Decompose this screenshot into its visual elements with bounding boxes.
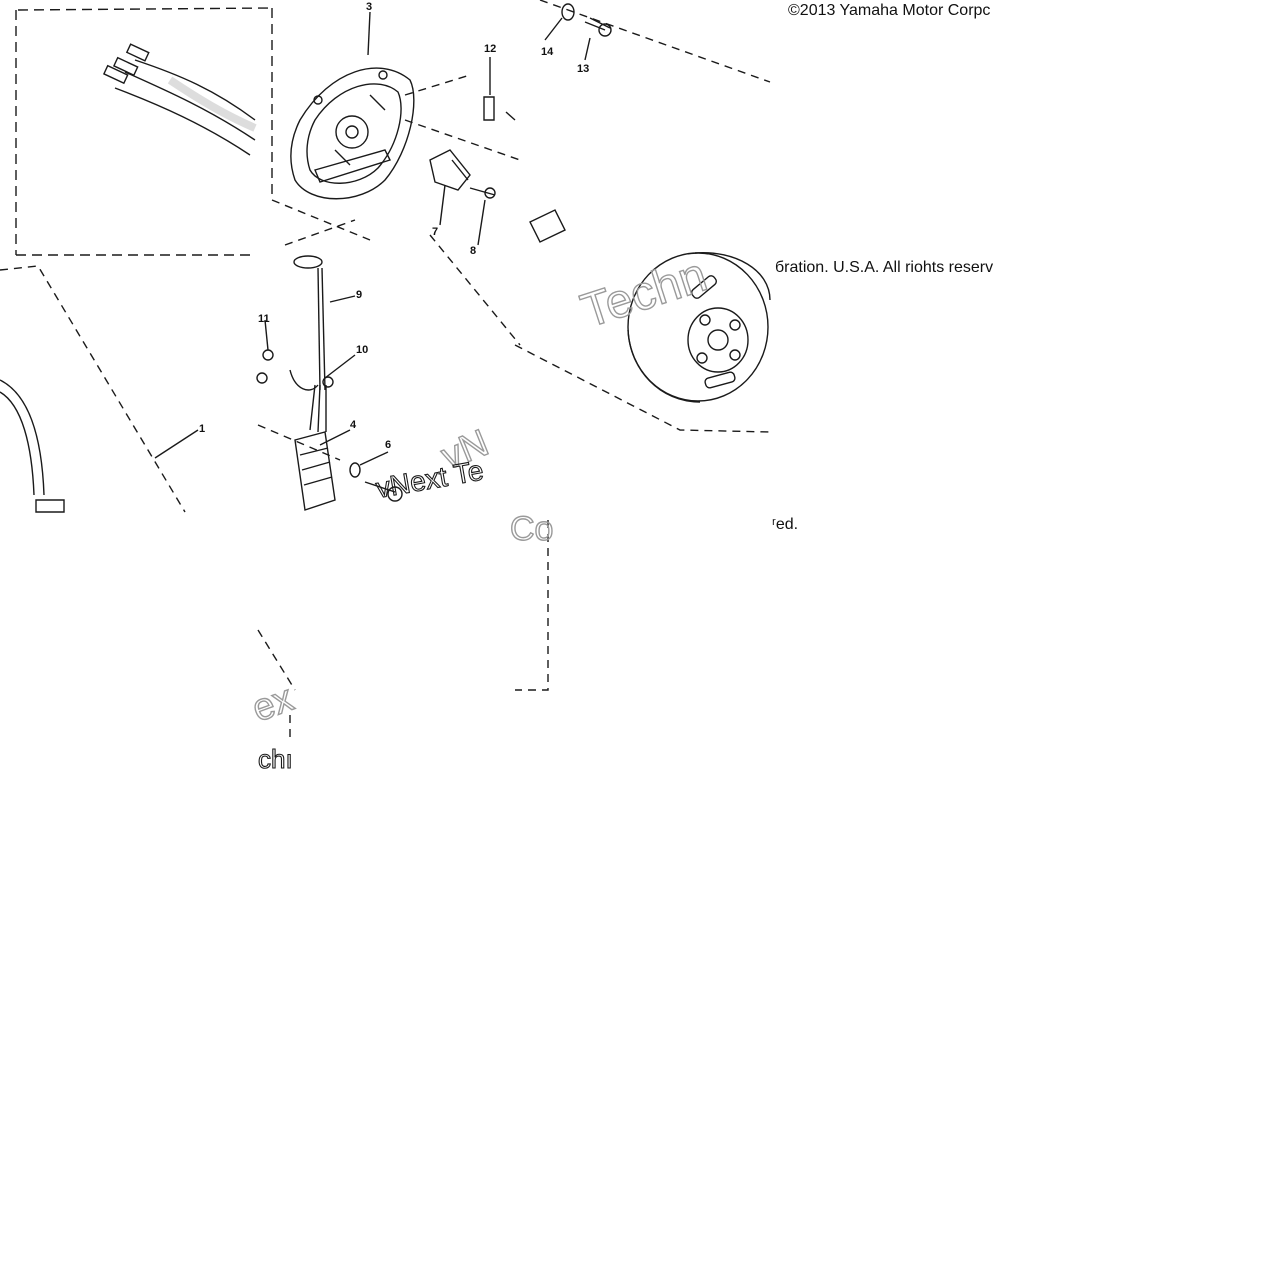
watermark-fragment-4: Co bbox=[510, 510, 553, 548]
callout-1: 1 bbox=[199, 423, 205, 435]
callout-12: 12 bbox=[484, 43, 496, 55]
callout-10: 10 bbox=[356, 344, 368, 356]
copyright-notice-2: бration. U.S.A. All riohts reserv bbox=[775, 259, 994, 276]
callout-8: 8 bbox=[470, 245, 476, 257]
copyright-notice-1: ©2013 Yamaha Motor Corpc bbox=[788, 2, 991, 19]
watermark-fragment-2: vNext Te bbox=[374, 455, 486, 504]
callout-6: 6 bbox=[385, 439, 391, 451]
callout-3: 3 bbox=[366, 1, 372, 13]
watermark-fragment-5: ex bbox=[247, 677, 299, 730]
trigger-coil-drawing bbox=[429, 149, 566, 243]
leader-lines bbox=[0, 0, 771, 740]
dashed-frame-top-left bbox=[15, 7, 273, 256]
lead-wire-drawing bbox=[256, 255, 334, 433]
callout-7: 7 bbox=[432, 226, 438, 238]
stator-plate-drawing bbox=[290, 67, 415, 200]
callout-14: 14 bbox=[541, 46, 554, 58]
callout-leaders bbox=[154, 11, 591, 466]
callout-13: 13 bbox=[577, 63, 589, 75]
copyright-notice-3: ʳed. bbox=[772, 516, 799, 533]
ignition-cable-drawing bbox=[0, 379, 65, 513]
callout-9: 9 bbox=[356, 289, 362, 301]
screw-fasteners-top bbox=[483, 3, 612, 121]
watermark-fragment-1: Techn bbox=[575, 248, 713, 338]
wire-harness-drawing bbox=[102, 43, 257, 156]
watermark-fragment-6: chı bbox=[258, 744, 293, 774]
callout-11: 11 bbox=[258, 313, 270, 325]
callout-4: 4 bbox=[350, 419, 357, 431]
flywheel-rotor-drawing bbox=[627, 252, 771, 403]
callout-numbers: 3 12 14 13 7 8 9 10 11 4 6 1 bbox=[199, 1, 589, 451]
watermark: Techn vN Co ex bbox=[246, 248, 714, 731]
watermark-dark: vNext Te chı bbox=[257, 454, 486, 775]
cdi-unit-drawing bbox=[294, 431, 403, 511]
